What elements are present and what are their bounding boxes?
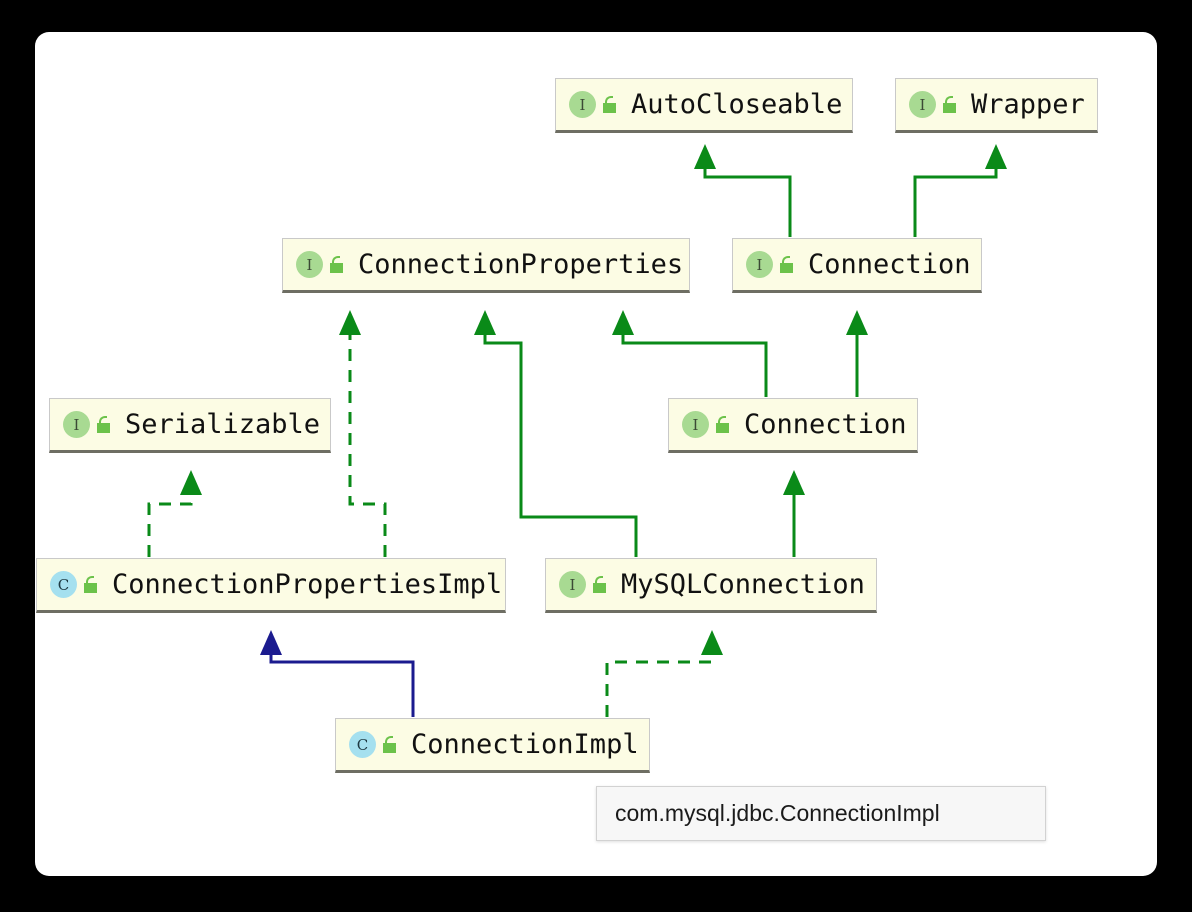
edge-mysqlconn-iface-to-connection (846, 310, 868, 397)
interface-badge-icon: I (559, 571, 586, 598)
interface-badge-icon: I (63, 411, 90, 438)
unlocked-padlock-icon (328, 256, 345, 273)
edge-connectionproperties-to-autocloseable (694, 144, 792, 237)
diagram-canvas[interactable]: I AutoCloseable I Wrapper I ConnectionPr… (35, 32, 1157, 876)
unlocked-padlock-icon (95, 416, 112, 433)
unlocked-padlock-icon (82, 576, 99, 593)
node-autocloseable[interactable]: I AutoCloseable (555, 78, 853, 133)
node-label: AutoCloseable (631, 89, 843, 120)
unlocked-padlock-icon (714, 416, 731, 433)
interface-badge-icon: I (909, 91, 936, 118)
edge-mysqlconn-iface-to-connectionproperties (612, 310, 768, 397)
edge-mysqlconnection-to-connection-mysql (783, 470, 805, 557)
unlocked-padlock-icon (941, 96, 958, 113)
tooltip-text: com.mysql.jdbc.ConnectionImpl (615, 800, 940, 826)
edge-connectionimpl-to-mysqlconnection (605, 630, 723, 717)
node-label: ConnectionProperties (358, 249, 684, 280)
interface-badge-icon: I (569, 91, 596, 118)
unlocked-padlock-icon (601, 96, 618, 113)
node-connectionimpl[interactable]: C ConnectionImpl (335, 718, 650, 773)
node-mysqlconnection[interactable]: I MySQLConnection (545, 558, 877, 613)
node-label: ConnectionPropertiesImpl (112, 569, 503, 600)
node-connectionpropertiesimpl[interactable]: C ConnectionPropertiesImpl (36, 558, 506, 613)
unlocked-padlock-icon (778, 256, 795, 273)
class-badge-icon: C (50, 571, 77, 598)
edge-connectionpropertiesimpl-to-serializable (147, 470, 202, 557)
node-connectionproperties[interactable]: I ConnectionProperties (282, 238, 690, 293)
unlocked-padlock-icon (381, 736, 398, 753)
node-connection-mysql[interactable]: I Connection (668, 398, 918, 453)
unlocked-padlock-icon (591, 576, 608, 593)
class-badge-icon: C (349, 731, 376, 758)
node-serializable[interactable]: I Serializable (49, 398, 331, 453)
interface-badge-icon: I (746, 251, 773, 278)
node-label: Connection (744, 409, 907, 440)
interface-badge-icon: I (682, 411, 709, 438)
edge-connection-to-wrapper (913, 144, 1007, 237)
node-wrapper[interactable]: I Wrapper (895, 78, 1098, 133)
interface-badge-icon: I (296, 251, 323, 278)
edge-mysqlconnection-to-connectionproperties (474, 310, 638, 557)
node-label: Wrapper (971, 89, 1085, 120)
edge-connectionpropertiesimpl-to-connectionproperties (339, 310, 387, 557)
node-label: ConnectionImpl (411, 729, 639, 760)
edge-layer (147, 144, 1007, 717)
node-label: Connection (808, 249, 971, 280)
tooltip-fully-qualified-name: com.mysql.jdbc.ConnectionImpl (596, 786, 1046, 841)
edge-connectionimpl-to-connectionpropertiesimpl (260, 630, 415, 717)
node-connection-jdbc[interactable]: I Connection (732, 238, 982, 293)
node-label: Serializable (125, 409, 321, 440)
node-label: MySQLConnection (621, 569, 865, 600)
